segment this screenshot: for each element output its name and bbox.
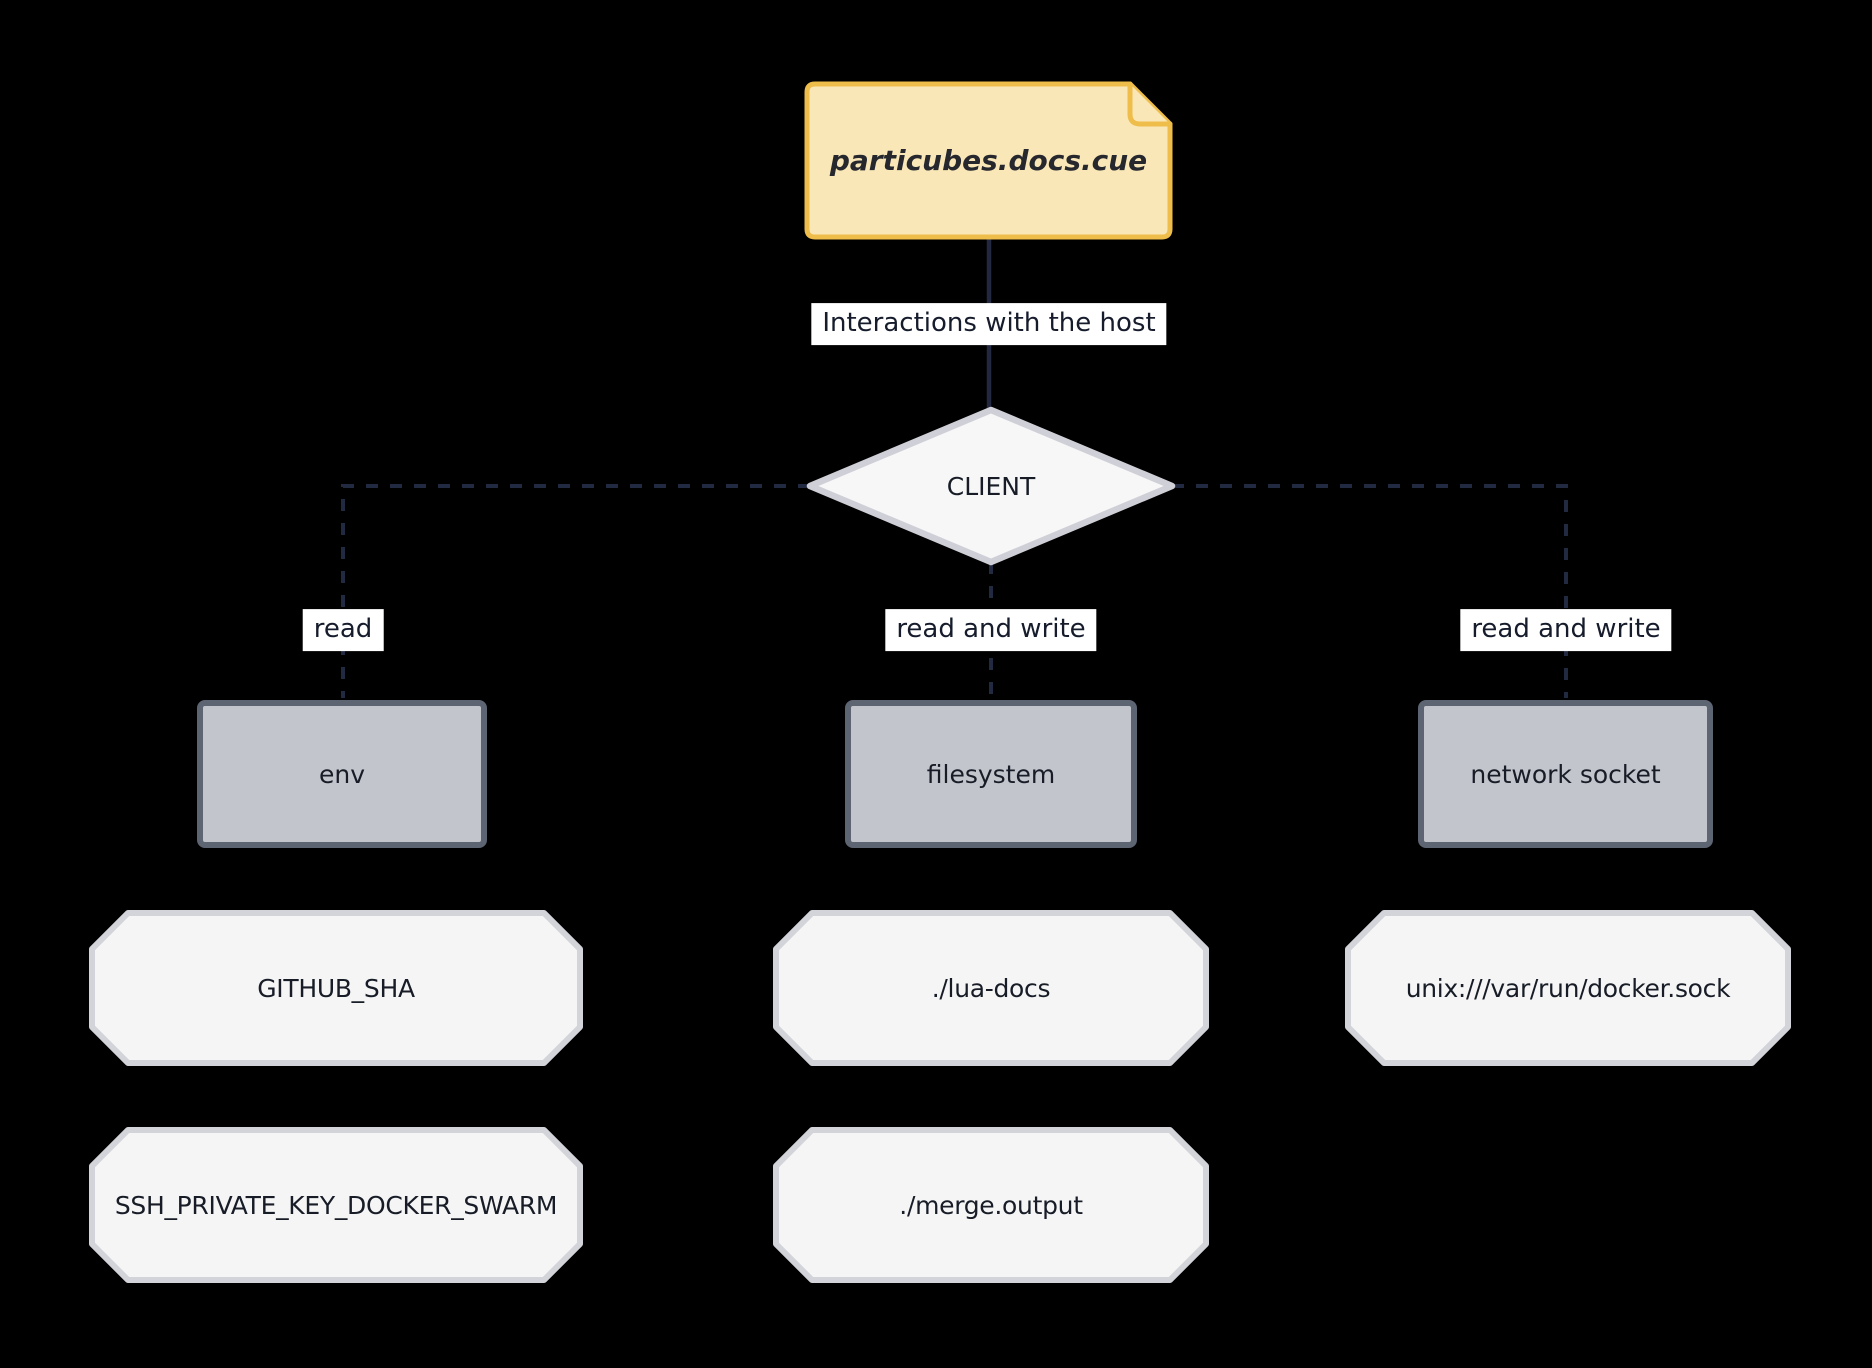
edge-label-host: Interactions with the host <box>811 303 1167 345</box>
edge-label-read-write-filesystem: read and write <box>885 609 1097 651</box>
edge-client-to-network <box>1172 484 1568 698</box>
note-label: particubes.docs.cue <box>829 144 1148 177</box>
client-node: CLIENT <box>806 406 1176 566</box>
github-sha-node: GITHUB_SHA <box>89 910 583 1066</box>
github-sha-label: GITHUB_SHA <box>257 973 415 1003</box>
edge-label-read: read <box>302 609 384 651</box>
lua-docs-label: ./lua-docs <box>931 973 1051 1003</box>
docker-sock-node: unix:///var/run/docker.sock <box>1345 910 1791 1066</box>
docker-sock-label: unix:///var/run/docker.sock <box>1405 973 1731 1003</box>
note-node: particubes.docs.cue <box>804 81 1173 240</box>
network-socket-label: network socket <box>1470 759 1661 789</box>
filesystem-node: filesystem <box>845 700 1137 848</box>
merge-output-label: ./merge.output <box>899 1190 1083 1220</box>
note-shape <box>804 81 1173 240</box>
edge-client-to-env <box>341 484 810 698</box>
network-socket-node: network socket <box>1418 700 1713 848</box>
octagon-shape <box>773 910 1209 1066</box>
octagon-shape <box>89 910 583 1066</box>
merge-output-node: ./merge.output <box>773 1127 1209 1283</box>
diamond-shape <box>806 406 1176 566</box>
filesystem-label: filesystem <box>926 759 1056 789</box>
lua-docs-node: ./lua-docs <box>773 910 1209 1066</box>
ssh-private-key-label: SSH_PRIVATE_KEY_DOCKER_SWARM <box>114 1190 558 1220</box>
ssh-private-key-node: SSH_PRIVATE_KEY_DOCKER_SWARM <box>89 1127 583 1283</box>
note-fold-icon <box>1127 81 1173 127</box>
octagon-shape <box>773 1127 1209 1283</box>
octagon-shape <box>1345 910 1791 1066</box>
edge-label-read-write-network: read and write <box>1460 609 1672 651</box>
env-label: env <box>318 759 366 789</box>
octagon-shape <box>89 1127 583 1283</box>
client-label: CLIENT <box>946 471 1036 501</box>
env-node: env <box>197 700 487 848</box>
